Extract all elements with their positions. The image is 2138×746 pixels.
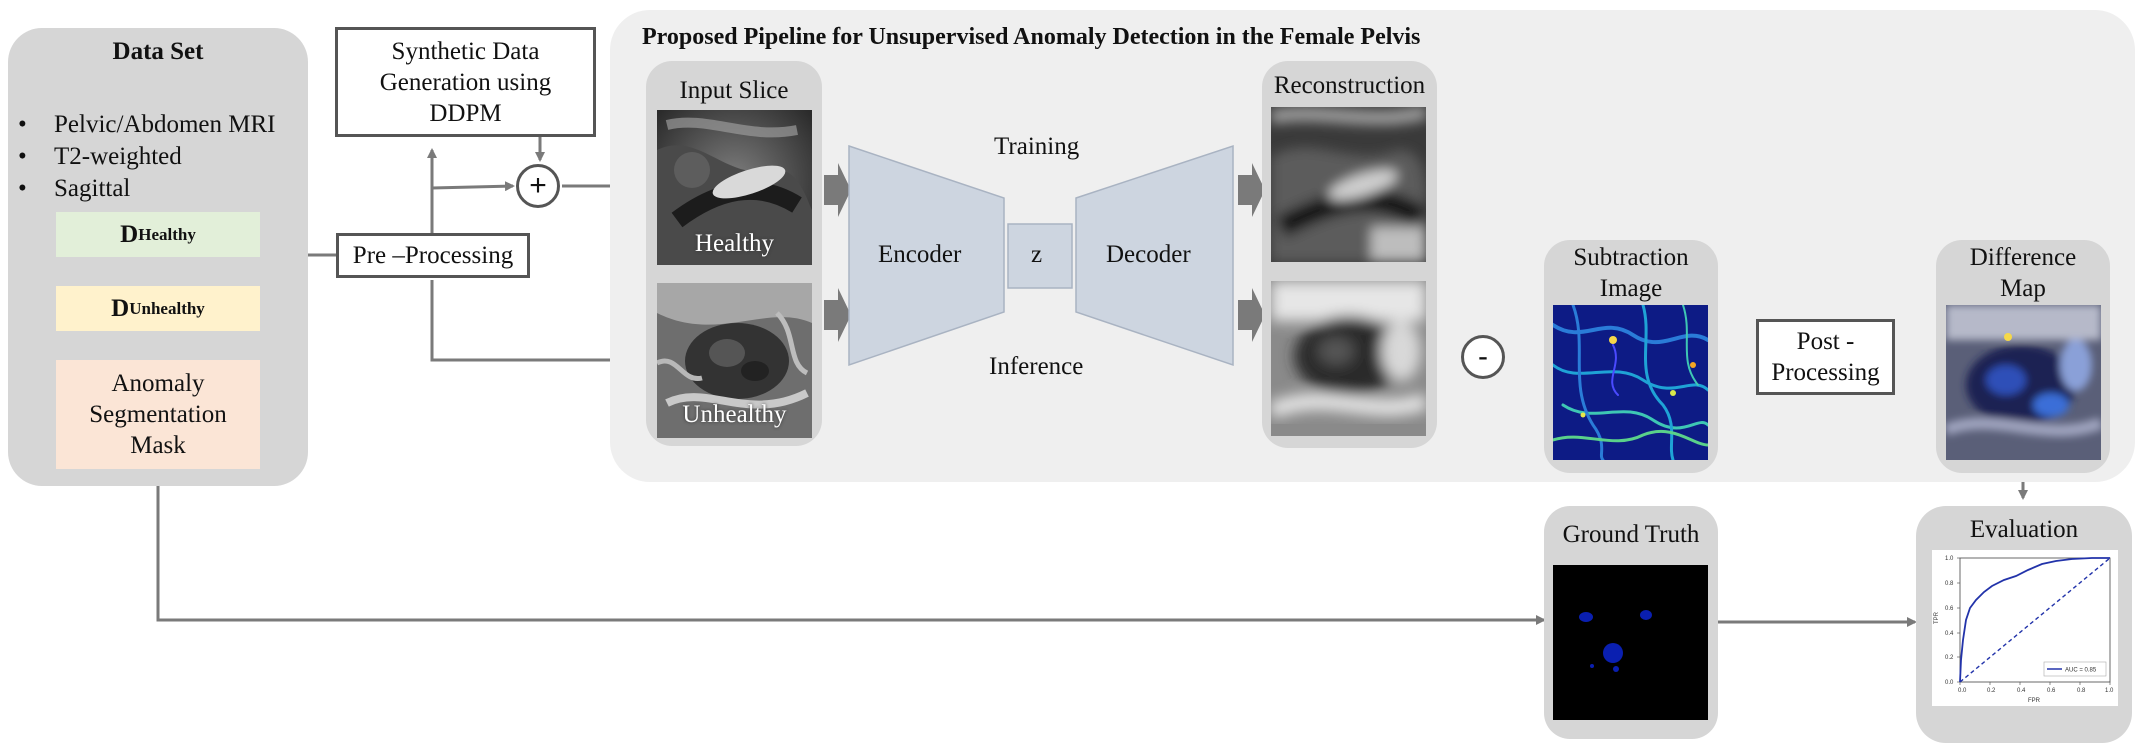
pipeline-title: Proposed Pipeline for Unsupervised Anoma…	[642, 24, 1421, 50]
decoder-to-recon-arrow-top	[1238, 163, 1265, 217]
preprocessing-box: Pre –Processing	[336, 233, 530, 278]
roc-xtick: 0.2	[1987, 688, 1996, 694]
plus-operator: +	[516, 164, 560, 208]
roc-xtick: 0.6	[2047, 688, 2056, 694]
inference-label: Inference	[989, 353, 1084, 380]
roc-ytick: 0.6	[1945, 606, 1954, 612]
dataset-bullet: •Sagittal	[18, 175, 131, 202]
decoder-shape	[1075, 144, 1234, 367]
anomaly-mask-swatch: Anomaly Segmentation Mask	[56, 360, 260, 469]
training-label: Training	[994, 133, 1080, 160]
roc-xtick: 0.8	[2077, 688, 2086, 694]
minus-operator: -	[1461, 335, 1505, 379]
input-slice-title: Input Slice	[679, 77, 789, 104]
decoder-label: Decoder	[1106, 241, 1191, 268]
dataset-title: Data Set	[112, 38, 204, 65]
roc-xtick: 0.0	[1958, 688, 1967, 694]
preprocessing-to-plus-arrow	[431, 181, 515, 192]
roc-xlabel: FPR	[2028, 698, 2041, 704]
dataset-bullets: •Pelvic/Abdomen MRI •T2-weighted •Sagitt…	[18, 109, 276, 205]
roc-chance-line	[1959, 557, 2111, 683]
roc-ytick: 0.2	[1945, 655, 1954, 661]
postprocessing-box: Post - Processing	[1756, 319, 1895, 395]
encoder-label: Encoder	[878, 241, 962, 268]
groundtruth-image	[1553, 565, 1708, 720]
input-unhealthy-image: Unhealthy	[657, 283, 812, 438]
roc-xtick: 0.4	[2017, 688, 2026, 694]
roc-xtick: 1.0	[2105, 688, 2114, 694]
roc-curve	[1959, 557, 2110, 683]
healthy-label: Healthy	[694, 230, 775, 257]
roc-legend-label: AUC = 0.85	[2065, 668, 2097, 674]
roc-legend	[2043, 661, 2107, 677]
evaluation-title: Evaluation	[1969, 516, 2079, 543]
dataset-bullet: •Pelvic/Abdomen MRI	[18, 111, 276, 138]
latent-shape	[1007, 223, 1073, 289]
input-to-encoder-arrow-top	[824, 163, 851, 217]
input-to-encoder-arrow-bottom	[824, 288, 851, 342]
dataset-bullet: •T2-weighted	[18, 143, 182, 170]
difference-map-image	[1946, 305, 2101, 460]
mask-to-groundtruth-arrow	[156, 469, 1546, 625]
encoder-shape	[848, 144, 1005, 367]
roc-ylabel: TPR	[1934, 611, 1940, 624]
unhealthy-label: Unhealthy	[682, 401, 787, 428]
synthetic-data-box: Synthetic Data Generation using DDPM	[335, 27, 596, 137]
roc-plot: 0.0 0.2 0.4 0.6 0.8 1.0 0.0 0.2 0.4 0.6 …	[1932, 550, 2118, 706]
input-healthy-image: Healthy	[657, 110, 812, 265]
reconstruction-unhealthy-image	[1271, 281, 1426, 436]
latent-label: z	[1031, 241, 1043, 268]
roc-ytick: 1.0	[1945, 556, 1954, 562]
decoder-to-recon-arrow-bottom	[1238, 288, 1265, 342]
subtraction-image	[1553, 305, 1708, 460]
reconstruction-healthy-image	[1271, 107, 1426, 262]
reconstruction-title: Reconstruction	[1273, 72, 1426, 99]
preprocessing-to-unhealthy-arrow	[430, 280, 658, 365]
roc-ytick: 0.8	[1945, 581, 1954, 587]
groundtruth-title: Ground Truth	[1562, 521, 1700, 548]
roc-ytick: 0.4	[1945, 631, 1954, 637]
roc-ytick: 0.0	[1945, 680, 1954, 686]
